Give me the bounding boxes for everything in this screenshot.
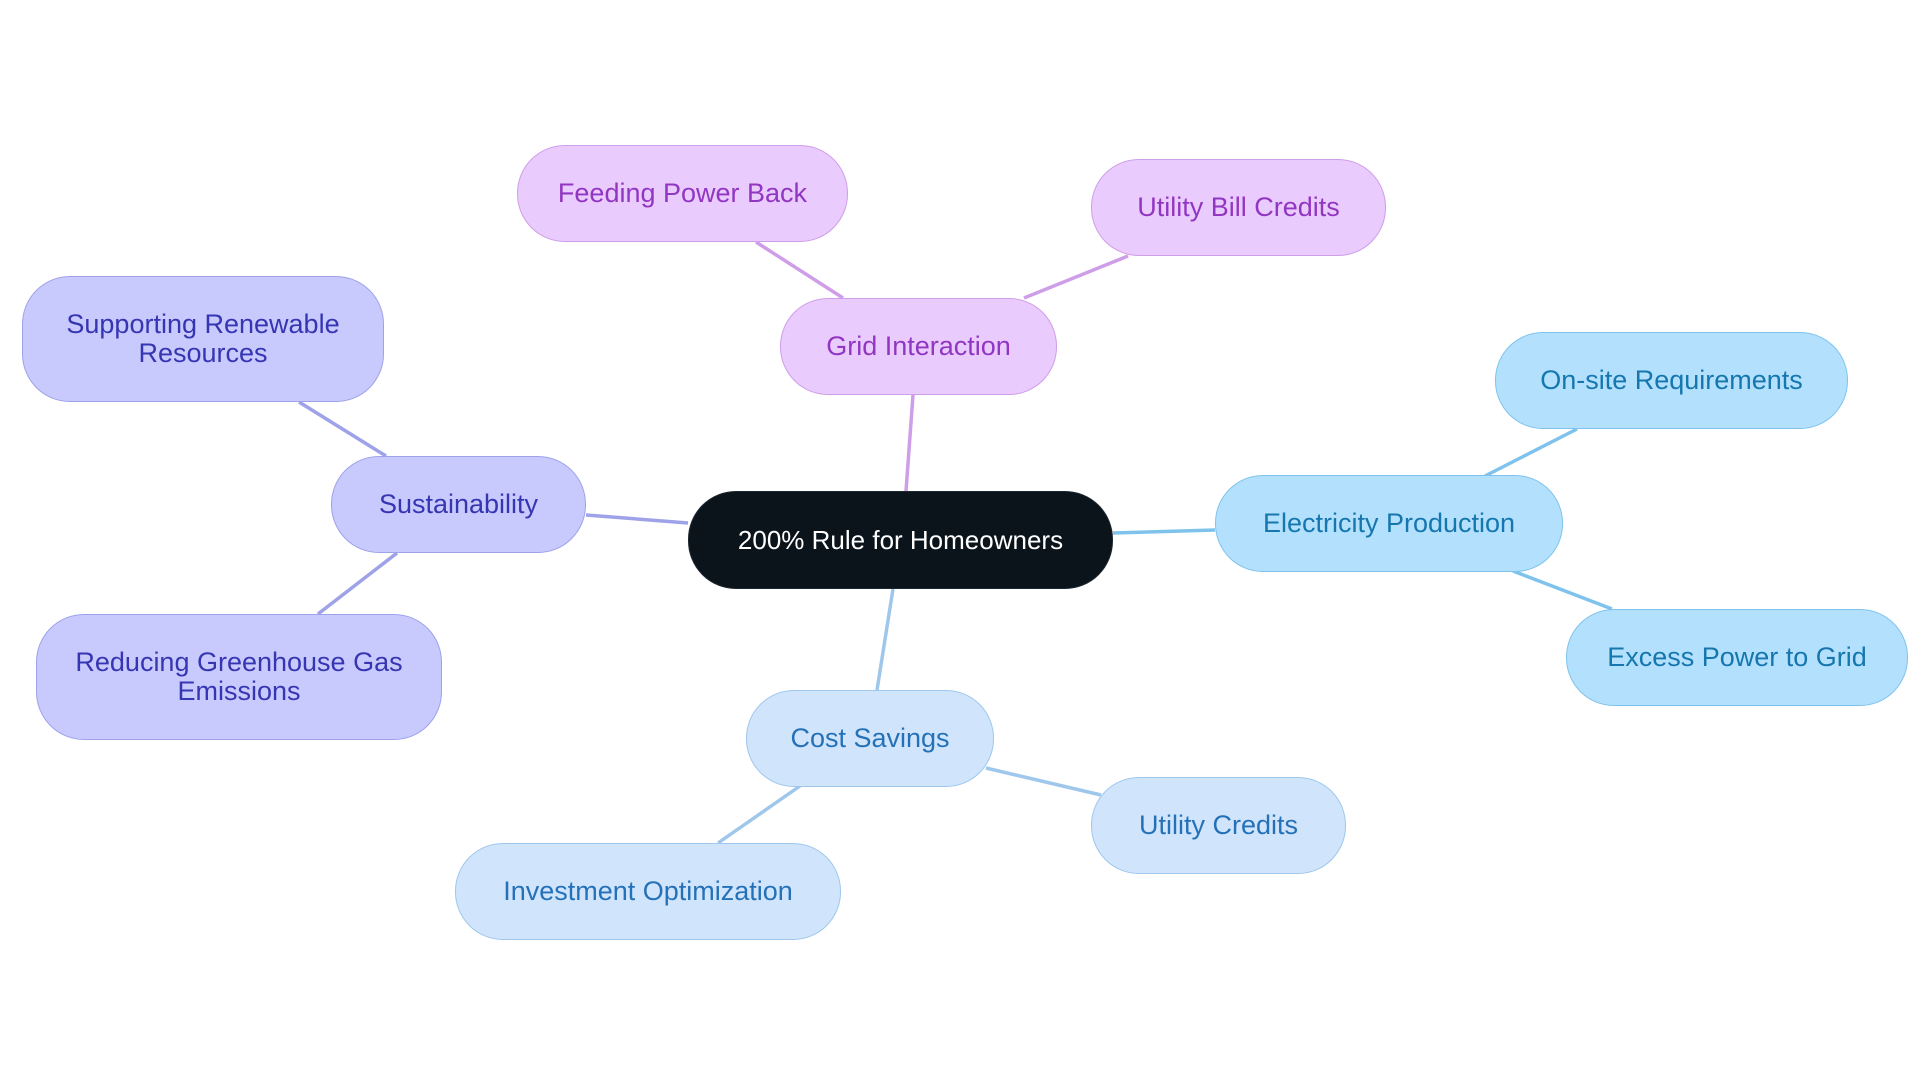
edge-root-cost	[875, 588, 895, 691]
root-label: 200% Rule for Homeowners	[737, 524, 1064, 555]
root-node: 200% Rule for Homeowners	[688, 491, 1113, 589]
leaf-utility-credits: Utility Credits	[1091, 777, 1346, 874]
edge-elec-onsite	[1484, 427, 1578, 478]
edge-grid-bill	[1023, 254, 1129, 300]
branch-sustainability: Sustainability	[331, 456, 586, 553]
edge-sustain-renew	[298, 400, 387, 458]
leaf-feeding-power-back: Feeding Power Back	[517, 145, 848, 242]
leaf-investment-optimization: Investment Optimization	[455, 843, 841, 940]
branch-label: Cost Savings	[790, 723, 950, 753]
branch-cost-savings: Cost Savings	[746, 690, 994, 787]
branch-label: Sustainability	[378, 489, 539, 519]
branch-label: Electricity Production	[1262, 508, 1516, 538]
leaf-supporting-renewable-resources: Supporting Renewable Resources	[22, 276, 384, 402]
leaf-label: On-site Requirements	[1540, 365, 1803, 395]
leaf-label: Reducing Greenhouse Gas Emissions	[75, 647, 403, 706]
branch-grid-interaction: Grid Interaction	[780, 298, 1057, 395]
leaf-label: Utility Credits	[1138, 810, 1299, 840]
edge-root-elec	[1112, 528, 1216, 535]
leaf-label: Utility Bill Credits	[1137, 192, 1340, 222]
leaf-label: Investment Optimization	[503, 876, 793, 906]
edge-root-sustain	[585, 513, 689, 525]
leaf-excess-power-to-grid: Excess Power to Grid	[1566, 609, 1908, 706]
branch-electricity-production: Electricity Production	[1215, 475, 1563, 572]
edge-cost-credits	[985, 766, 1102, 797]
leaf-label: Excess Power to Grid	[1607, 642, 1867, 672]
edge-cost-invest	[717, 784, 801, 845]
edge-root-grid	[904, 394, 915, 492]
leaf-utility-bill-credits: Utility Bill Credits	[1091, 159, 1386, 256]
leaf-label: Feeding Power Back	[557, 178, 808, 208]
edge-grid-feed	[755, 240, 844, 300]
leaf-label: Supporting Renewable Resources	[66, 309, 340, 368]
leaf-reducing-greenhouse-gas-emissions: Reducing Greenhouse Gas Emissions	[36, 614, 442, 740]
edge-sustain-ghg	[316, 551, 399, 616]
leaf-on-site-requirements: On-site Requirements	[1495, 332, 1848, 429]
branch-label: Grid Interaction	[826, 331, 1011, 361]
edge-elec-excess	[1512, 569, 1613, 611]
